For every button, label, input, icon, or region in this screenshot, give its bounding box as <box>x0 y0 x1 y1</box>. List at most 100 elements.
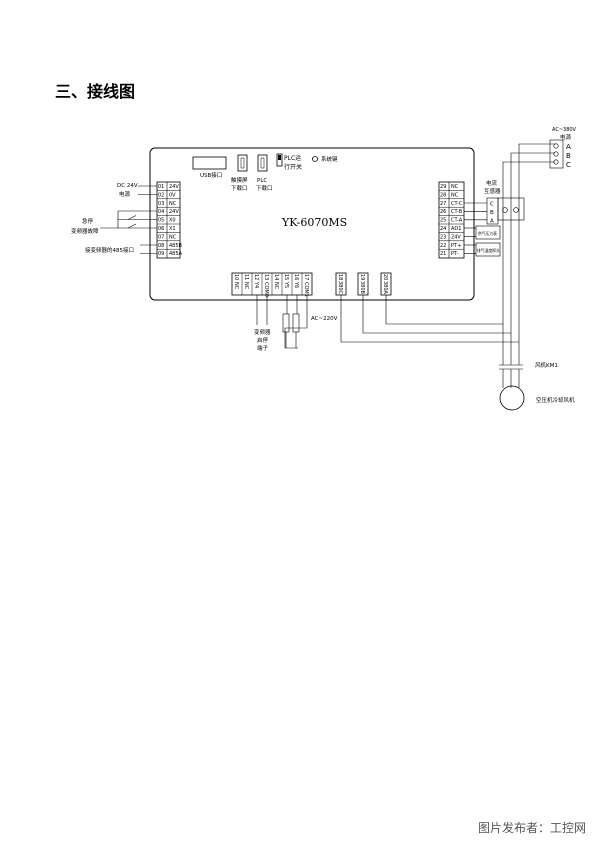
touchscreen-port <box>237 154 248 172</box>
right-terminal-num: 29 <box>440 184 446 190</box>
ac380-label: AC~380V <box>552 127 577 133</box>
plc-download-port <box>257 154 268 172</box>
left-terminal-name: 485B <box>169 243 183 249</box>
power-wiring <box>340 143 555 365</box>
left-terminal-num: 06 <box>158 226 164 232</box>
output-terminal-name: Y5 <box>283 281 289 288</box>
output-terminal-num: 16 <box>293 274 299 280</box>
fan-motor-icon <box>499 385 525 411</box>
ct-phase-b: B <box>490 210 494 216</box>
left-terminal-name: 0V <box>169 192 176 198</box>
output-terminal-num: 12 <box>253 274 259 280</box>
left-terminal-name: X1 <box>169 226 176 232</box>
estop-switch-wiring <box>100 210 157 229</box>
right-terminal-num: 24 <box>440 226 446 232</box>
power-terminal-name: 380C <box>337 281 343 295</box>
output-terminal-name: NC <box>233 282 239 290</box>
ct-label-1: 电流 <box>486 179 498 187</box>
output-terminal-name: COM1 <box>303 282 309 297</box>
left-terminal-name: X0 <box>169 218 176 224</box>
output-terminal-num: 13 <box>263 274 269 280</box>
right-terminal-num: 23 <box>440 234 446 240</box>
ac380-power-label: 电源 <box>560 133 572 141</box>
right-terminal-name: NC <box>451 192 459 198</box>
right-terminal-name: PT+ <box>451 243 461 249</box>
right-terminal-num: 25 <box>440 218 446 224</box>
output-terminal-name: Y4 <box>253 281 259 288</box>
usb-port <box>192 156 227 170</box>
plc-dl-label-2: 下载口 <box>256 184 273 192</box>
touch-label-1: 触摸屏 <box>231 176 248 184</box>
left-terminal-strip <box>156 181 181 259</box>
right-terminal-name: CT-C <box>451 201 463 207</box>
left-terminal-name: 24V <box>169 209 179 215</box>
left-terminal-num: 04 <box>158 209 164 215</box>
right-terminal-name: CT-A <box>451 218 463 224</box>
right-terminal-name: PT- <box>451 251 459 257</box>
output-terminal-name: Y6 <box>293 281 299 288</box>
phase-label-a: A <box>566 143 571 151</box>
power-terminal-num: 20 <box>382 274 388 280</box>
touchscreen-port-inner <box>240 157 245 169</box>
phase-label-c: C <box>566 161 571 169</box>
left-terminal-name: NC <box>169 234 177 240</box>
left-terminal-num: 09 <box>158 251 164 257</box>
system-key-label: 系统键 <box>321 155 338 163</box>
output-terminal-strip <box>231 272 313 296</box>
plc-run-switch <box>276 153 283 167</box>
plc-switch-label-2: 行开关 <box>284 163 302 171</box>
watermark: 图片发布者：工控网 <box>477 821 586 835</box>
vfd-label-2: 启停 <box>257 336 269 344</box>
right-terminal-num: 22 <box>440 243 446 249</box>
plc-download-port-inner <box>260 157 265 169</box>
power-terminal-num: 18 <box>337 274 343 280</box>
power-terminal-name: 380B <box>359 281 365 295</box>
left-terminal-num: 03 <box>158 201 164 207</box>
pressure-sensor-label: 供气压力表 <box>478 231 497 236</box>
ct-core-icon <box>502 207 508 213</box>
left-terminal-num: 08 <box>158 243 164 249</box>
right-terminal-name: 24V <box>451 234 461 240</box>
pressure-sensor <box>475 225 501 240</box>
fan-contactor-label: 风机KM1 <box>535 361 558 369</box>
plc-run-switch-knob <box>278 155 281 160</box>
controller-board <box>149 147 475 301</box>
usb-label: USB接口 <box>200 171 222 179</box>
right-terminal-num: 26 <box>440 209 446 215</box>
touch-label-2: 下载口 <box>231 184 248 192</box>
left-terminal-num: 01 <box>158 184 164 190</box>
ct-wiring <box>464 197 525 225</box>
dc24v-label: DC 24V <box>117 183 138 189</box>
ct-label-2: 互感器 <box>484 187 501 195</box>
vfd-label-3: 端子 <box>257 344 269 352</box>
page-title: 三、接线图 <box>55 82 136 101</box>
right-terminal-name: NC <box>451 184 459 190</box>
left-terminal-name: 485A <box>169 251 183 257</box>
fan-motor-label: 空压机冷却风机 <box>536 396 575 404</box>
ac220-label: AC~220V <box>311 316 338 322</box>
plc-dl-label-1: PLC <box>257 178 267 184</box>
left-terminal-num: 02 <box>158 192 164 198</box>
output-terminal-num: 17 <box>303 274 309 280</box>
vfd-485-label: 接变频器的485接口 <box>85 246 134 254</box>
vfd-label-1: 变频器 <box>254 328 271 336</box>
ct-core-icon <box>513 207 519 213</box>
right-terminal-name: AD1 <box>451 226 461 232</box>
vfd-fault-label: 变频器故障 <box>71 227 99 235</box>
output-terminal-num: 14 <box>273 274 279 280</box>
fan-contactor <box>499 364 523 388</box>
output-terminal-num: 10 <box>233 274 239 280</box>
temp-sensor <box>475 242 501 257</box>
power-terminal-num: 19 <box>359 274 365 280</box>
output-terminal-name: NC <box>273 282 279 290</box>
model-label: YK-6070MS <box>281 216 347 229</box>
left-terminal-num: 05 <box>158 218 164 224</box>
estop-label: 急停 <box>82 217 94 225</box>
left-terminal-name: NC <box>169 201 177 207</box>
right-terminal-name: CT-B <box>451 209 463 215</box>
output-terminal-num: 15 <box>283 274 289 280</box>
plc-switch-label-1: PLC运 <box>284 154 301 162</box>
system-key-icon <box>312 156 318 162</box>
ct-phase-c: C <box>490 202 494 208</box>
